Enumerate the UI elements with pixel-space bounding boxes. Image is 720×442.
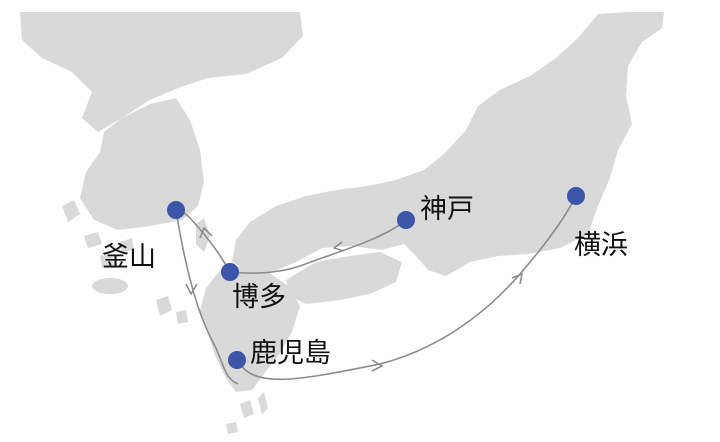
marker-busan[interactable] [167,201,185,219]
marker-kagoshima[interactable] [228,351,246,369]
arrow-kagoshima-yokohama [371,359,383,372]
arrow-kagoshima-yokohama-2 [511,273,523,285]
marker-yokohama[interactable] [567,187,585,205]
land-goto-islands [156,296,188,324]
land-korea-north [20,12,303,132]
route-kobe-hakata [229,219,407,274]
land-korea-south [80,98,204,230]
land-sado [490,116,506,138]
land-jeju [92,278,128,294]
label-hakata: 博多 [232,282,286,313]
route-busan-kagoshima [175,209,239,385]
land-tsushima [196,218,210,252]
arrow-busan-kagoshima [185,283,198,295]
arrow-hakata-busan [199,227,213,239]
arrow-kobe-hakata [333,241,345,252]
label-kobe: 神戸 [420,194,474,225]
land-kyushu [200,266,300,392]
land-honshu [232,12,664,276]
marker-kobe[interactable] [397,211,415,229]
label-kagoshima: 鹿児島 [250,338,331,369]
marker-hakata[interactable] [221,263,239,281]
label-busan: 釜山 [102,242,156,273]
land-southern-islands [226,392,268,434]
land-layer [20,12,664,434]
land-shikoku [286,252,402,304]
marker-layer [167,187,585,369]
route-kagoshima-yokohama [237,195,577,381]
land-korea-islands [62,200,134,268]
label-yokohama: 横浜 [574,230,628,261]
